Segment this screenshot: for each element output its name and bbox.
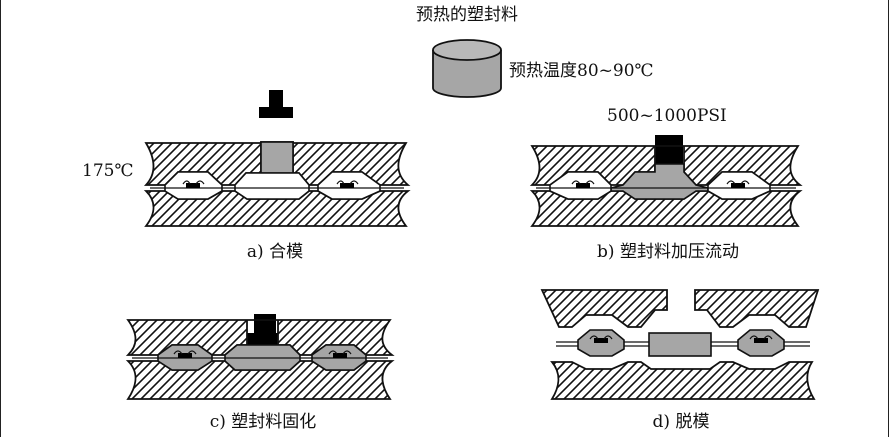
step-c-mold	[125, 314, 395, 400]
step-d-mold	[540, 289, 820, 400]
step-c-upper-mold-half	[125, 319, 395, 356]
step-a-chip-left	[186, 183, 200, 188]
step-b-caption: b) 塑封料加压流动	[597, 242, 739, 262]
step-c-plunger	[247, 314, 278, 346]
step-b-upper-mold-half	[529, 145, 803, 186]
step-b-plunger	[655, 135, 683, 164]
step-d-caption: d) 脱模	[653, 412, 710, 432]
temperature-label: 175℃	[82, 161, 133, 181]
step-b-wire-bonds-left	[571, 180, 595, 185]
step-d-lower-mold-half	[550, 361, 816, 400]
step-b-wire-bonds-right	[726, 180, 750, 185]
pressure-label: 500~1000PSI	[607, 106, 727, 126]
step-b-chip-left	[576, 183, 590, 188]
step-d-upper-mold-right	[694, 289, 820, 328]
preheat-temperature-label: 预热温度80~90℃	[509, 61, 654, 81]
left-frame-line	[0, 0, 1, 437]
step-d-wire-bonds-right	[749, 335, 773, 340]
step-a-wire-bonds-left	[182, 180, 205, 185]
step-c-chip-left	[178, 353, 192, 358]
preheated-compound-pellet	[432, 39, 502, 98]
step-b-chip-right	[731, 183, 745, 188]
step-a-caption: a) 合模	[247, 242, 303, 262]
step-b-mold	[529, 135, 803, 227]
step-a-wire-bonds-right	[336, 180, 359, 185]
step-b-compound-flow	[610, 163, 709, 200]
step-a-empty-runner	[234, 172, 310, 200]
step-d-chip-right	[754, 338, 768, 343]
step-a-mold	[143, 90, 411, 227]
step-a-chip-right	[340, 183, 354, 188]
step-a-compound-in-pot	[260, 141, 294, 174]
step-d-chip-left	[594, 338, 608, 343]
step-d-cured-runner	[648, 332, 712, 357]
right-frame-line	[888, 0, 889, 437]
step-c-chip-right	[333, 353, 347, 358]
step-c-caption: c) 塑封料固化	[210, 412, 317, 432]
step-d-wire-bonds-left	[589, 335, 613, 340]
step-a-plunger	[259, 90, 293, 118]
diagram-title: 预热的塑封料	[416, 5, 518, 25]
step-c-wire-bonds-left	[173, 350, 197, 355]
step-d-upper-mold-left	[540, 289, 668, 328]
step-c-wire-bonds-right	[328, 350, 352, 355]
